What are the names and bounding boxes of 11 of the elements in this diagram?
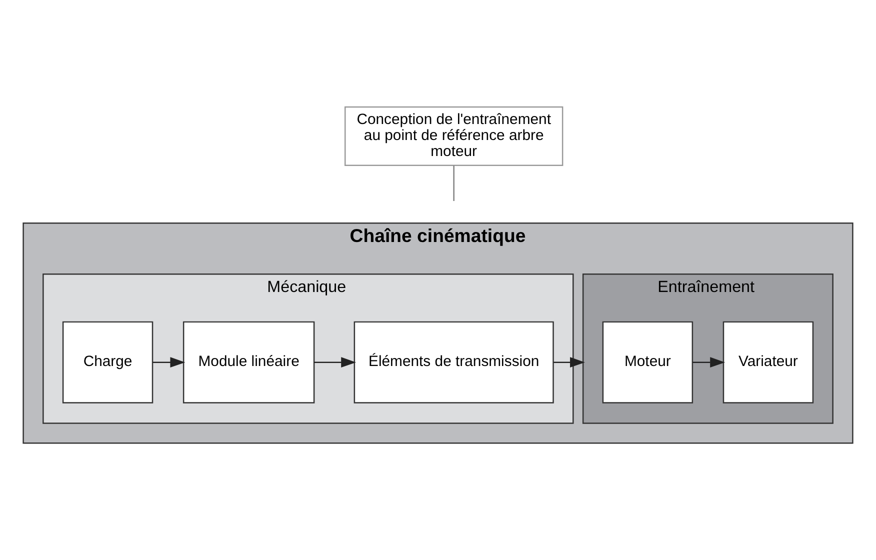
node-box: Éléments de transmission [354, 321, 554, 404]
node-box: Variateur [722, 321, 814, 404]
connector [453, 166, 454, 201]
node-box: Moteur [602, 321, 694, 404]
node-box: Conception de l'entraînement au point de référence arbre moteur [344, 106, 564, 166]
arrow [152, 357, 186, 368]
arrow [554, 357, 585, 368]
arrow [692, 357, 726, 368]
node-box: Module linéaire [182, 321, 315, 404]
node-box: Charge [62, 321, 154, 404]
arrow [314, 357, 356, 368]
